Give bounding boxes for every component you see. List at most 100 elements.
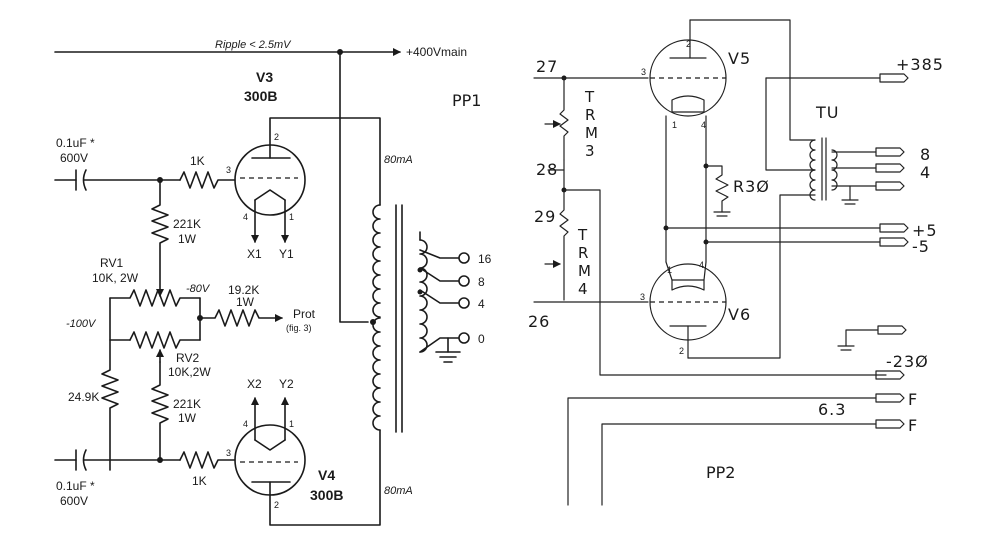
svg-text:19.2K: 19.2K — [228, 283, 259, 297]
svg-text:1W: 1W — [178, 232, 197, 246]
svg-text:3: 3 — [585, 142, 596, 160]
tap-4 — [458, 297, 470, 309]
conn-f1 — [875, 393, 905, 403]
secondary — [419, 239, 428, 353]
svg-text:M: M — [585, 124, 599, 142]
tap-0 — [458, 332, 470, 344]
conn-f2 — [875, 419, 905, 429]
svg-text:4: 4 — [243, 212, 248, 222]
v4-tube: X2 Y2 4 1 3 2 V4 300B — [226, 377, 381, 526]
svg-text:F: F — [908, 416, 918, 435]
current-top: 80mA — [384, 154, 413, 166]
svg-text:600V: 600V — [60, 494, 88, 508]
v5-name: V5 — [728, 49, 751, 68]
svg-text:221K: 221K — [173, 397, 201, 411]
center-tap-wire — [339, 51, 369, 323]
svg-text:Prot: Prot — [293, 307, 316, 321]
svg-text:3: 3 — [640, 292, 645, 302]
svg-text:3: 3 — [226, 165, 231, 175]
svg-text:+5: +5 — [912, 221, 938, 240]
pp2-title: PP2 — [706, 463, 735, 482]
r-249k: 24.9K — [68, 339, 119, 471]
svg-text:4: 4 — [701, 120, 706, 130]
svg-text:+385: +385 — [896, 55, 944, 74]
svg-text:2: 2 — [274, 132, 279, 142]
tu-transformer: TU 8 4 — [809, 103, 931, 205]
r-grid-top: 1K — [179, 154, 236, 189]
v3-y1: Y1 — [279, 247, 294, 261]
v3-filament — [254, 189, 286, 201]
svg-text:1W: 1W — [236, 295, 255, 309]
svg-text:F: F — [908, 390, 918, 409]
output-transformer: 16 8 4 0 — [370, 204, 492, 433]
svg-text:24.9K: 24.9K — [68, 390, 99, 404]
conn-plus5 — [879, 223, 909, 233]
v6-cathode — [671, 279, 705, 291]
svg-text:3: 3 — [226, 448, 231, 458]
tap-8 — [458, 275, 470, 287]
trm3-label: T R M 3 — [584, 88, 599, 160]
node-28: 28 — [536, 160, 558, 179]
pp1-title: PP1 — [452, 91, 481, 110]
v3-plate-wire — [269, 117, 381, 206]
current-bottom: 80mA — [384, 485, 413, 497]
v4-name: V4 — [318, 467, 335, 483]
v4-x2: X2 — [247, 377, 262, 391]
r-prot: 19.2K 1W Prot (fig. 3) — [199, 283, 316, 333]
hv-main-label: +400Vmain — [406, 45, 467, 59]
v3-type: 300B — [244, 88, 277, 104]
primary-lower — [372, 317, 381, 431]
svg-text:-80V: -80V — [186, 283, 211, 295]
conn-out-a — [875, 147, 905, 157]
svg-text:RV1: RV1 — [100, 256, 123, 270]
svg-text:(fig. 3): (fig. 3) — [286, 323, 312, 333]
svg-text:4: 4 — [243, 419, 248, 429]
v4-plate-wire — [269, 429, 381, 526]
svg-text:2: 2 — [679, 346, 684, 356]
svg-text:TU: TU — [815, 103, 839, 122]
svg-text:2: 2 — [274, 500, 279, 510]
conn-ground — [877, 325, 907, 335]
svg-text:8: 8 — [920, 145, 931, 164]
svg-text:10K, 2W: 10K, 2W — [92, 271, 139, 285]
svg-text:R3Ø: R3Ø — [733, 177, 770, 196]
node-27: 27 — [536, 57, 558, 76]
svg-text:2: 2 — [686, 39, 691, 49]
svg-text:0.1uF *: 0.1uF * — [56, 136, 95, 150]
node-29: 29 — [534, 207, 556, 226]
svg-text:16: 16 — [478, 252, 492, 266]
trm3-track — [559, 77, 569, 161]
conn-out-c — [875, 181, 905, 191]
v4-filament — [254, 439, 286, 451]
bias-line — [563, 189, 887, 376]
svg-text:1W: 1W — [178, 411, 197, 425]
r30: R3Ø — [705, 165, 770, 217]
r-grid-bottom: 1K — [179, 451, 236, 488]
v3-tube: V3 300B 2 3 4 1 X1 Y1 — [226, 69, 381, 261]
ripple-label: Ripple < 2.5mV — [215, 39, 292, 51]
conn-out-b — [875, 163, 905, 173]
svg-text:M: M — [578, 262, 592, 280]
v6-name: V6 — [728, 305, 751, 324]
svg-text:-23Ø: -23Ø — [886, 352, 929, 371]
rv2: RV2 10K,2W — [129, 331, 211, 379]
svg-text:3: 3 — [641, 67, 646, 77]
svg-text:4: 4 — [578, 280, 589, 298]
conn-minus230 — [875, 370, 905, 380]
v5-cathode — [671, 95, 705, 113]
svg-text:1K: 1K — [190, 154, 205, 168]
cap-bottom: 0.1uF * 600V — [54, 449, 181, 508]
svg-text:1: 1 — [672, 120, 677, 130]
trm4-track — [559, 189, 569, 301]
svg-text:1: 1 — [289, 212, 294, 222]
v-minus100: -100V — [66, 318, 97, 330]
pp1-schematic: Ripple < 2.5mV +400Vmain PP1 V3 300B 2 3… — [54, 39, 492, 526]
svg-text:4: 4 — [920, 163, 931, 182]
svg-text:1: 1 — [667, 265, 672, 275]
conn-385 — [879, 73, 909, 83]
v6-tube: 1 4 3 2 V6 — [640, 260, 751, 359]
primary-upper — [372, 204, 381, 318]
svg-text:0.1uF *: 0.1uF * — [56, 479, 95, 493]
